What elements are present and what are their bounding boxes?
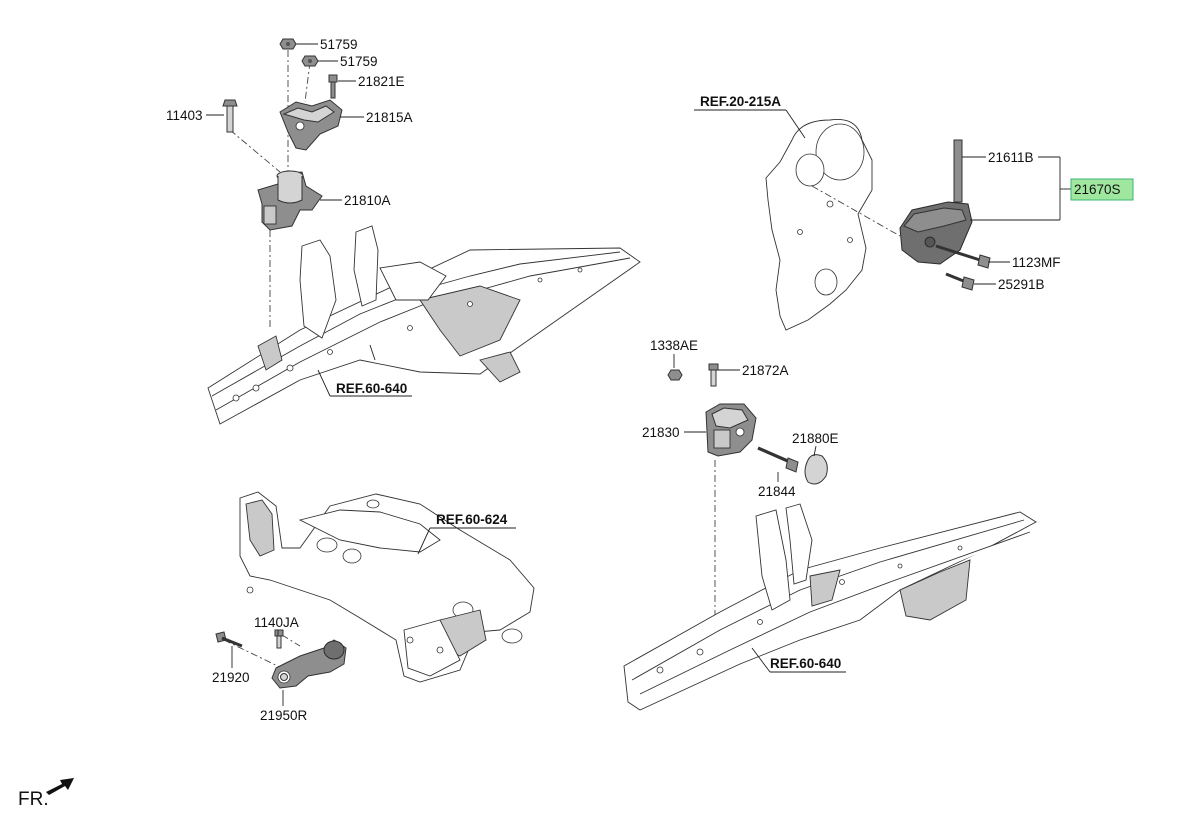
- label-1338AE[interactable]: 1338AE: [650, 338, 698, 353]
- bolt-21821E[interactable]: [328, 74, 338, 99]
- label-21950R[interactable]: 21950R: [260, 708, 308, 723]
- label-1140JA[interactable]: 1140JA: [254, 615, 299, 630]
- leader-lines: [206, 43, 1072, 706]
- cap-21880E[interactable]: [804, 454, 828, 485]
- bolt-1140JA[interactable]: [274, 629, 284, 649]
- label-21844[interactable]: 21844: [758, 484, 796, 499]
- label-21880E[interactable]: 21880E: [792, 431, 839, 446]
- label-21920[interactable]: 21920: [212, 670, 250, 685]
- bolt-21872A[interactable]: [708, 363, 719, 387]
- label-11403[interactable]: 11403: [166, 108, 203, 123]
- ref-60-624[interactable]: REF.60-624: [436, 512, 508, 527]
- ref-60-640-bottom[interactable]: REF.60-640: [770, 656, 841, 671]
- nut-51759-lower[interactable]: [301, 55, 319, 67]
- subframe-group: [215, 491, 535, 689]
- timing-chain-cover: [765, 118, 873, 331]
- label-21830[interactable]: 21830: [642, 425, 680, 440]
- ref-60-640-top[interactable]: REF.60-640: [336, 381, 407, 396]
- label-21810A[interactable]: 21810A: [344, 193, 391, 208]
- label-1123MF[interactable]: 1123MF: [1012, 255, 1061, 270]
- bolt-11403[interactable]: [222, 99, 238, 133]
- front-arrow-icon: [46, 778, 74, 795]
- part-labels: 51759 51759 21821E 11403 21815A 21810A R…: [166, 37, 1121, 723]
- upper-left-mount-group: [207, 38, 641, 425]
- side-member-frame-right: [623, 503, 1037, 711]
- label-51759-upper[interactable]: 51759: [320, 37, 358, 52]
- highlight-box-21670S: [1070, 178, 1134, 201]
- bolt-21920[interactable]: [215, 631, 243, 648]
- roll-rod-21950R[interactable]: [271, 639, 347, 689]
- bolt-25291B[interactable]: [945, 272, 975, 291]
- front-subframe: [239, 491, 535, 683]
- bolt-1123MF[interactable]: [935, 244, 991, 269]
- upper-right-mount-group: [765, 118, 991, 331]
- bracket-21830[interactable]: [705, 403, 757, 457]
- transmission-mount-group: [623, 363, 1037, 711]
- front-label: FR.: [18, 789, 49, 810]
- label-21872A[interactable]: 21872A: [742, 363, 789, 378]
- bracket-21815A[interactable]: [279, 99, 343, 151]
- ref-20-215A[interactable]: REF.20-215A: [700, 94, 781, 109]
- front-marker: FR.: [18, 778, 74, 810]
- label-21611B[interactable]: 21611B: [988, 150, 1034, 165]
- label-25291B[interactable]: 25291B: [998, 277, 1045, 292]
- nut-51759-upper[interactable]: [279, 38, 297, 50]
- label-51759-lower[interactable]: 51759: [340, 54, 378, 69]
- insulator-21810A[interactable]: [257, 170, 323, 231]
- label-21670S[interactable]: 21670S: [1074, 182, 1121, 197]
- nut-1338AE[interactable]: [667, 369, 683, 381]
- label-21815A[interactable]: 21815A: [366, 110, 413, 125]
- bracket-assembly-21670S[interactable]: [899, 139, 973, 265]
- label-21821E[interactable]: 21821E: [358, 74, 405, 89]
- side-member-frame-left: [207, 225, 641, 425]
- bolt-21844[interactable]: [757, 446, 799, 473]
